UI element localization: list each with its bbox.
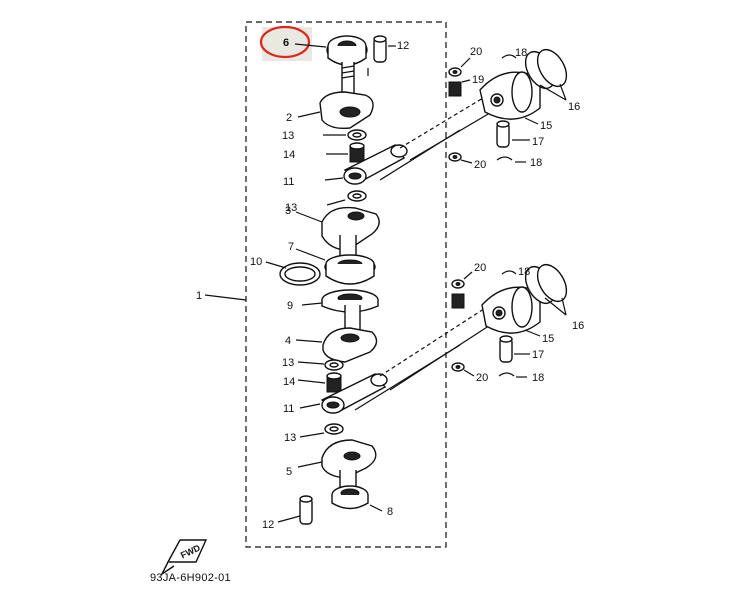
callout-12b: 12 <box>262 519 274 531</box>
callout-17b: 17 <box>532 349 544 361</box>
fwd-arrow-icon: FWD <box>160 539 208 577</box>
piston-pin-part-17 <box>496 120 510 148</box>
callout-14b: 14 <box>283 376 295 388</box>
callout-13b: 13 <box>285 202 297 214</box>
piston-part-15 <box>479 71 541 120</box>
connecting-rod-part-11 <box>343 144 408 185</box>
piston-rings-part-16 <box>524 48 568 90</box>
callout-13c: 13 <box>282 357 294 369</box>
callout-20a: 20 <box>470 46 482 58</box>
circlip-part-18 <box>501 54 517 59</box>
callout-20b: 20 <box>474 159 486 171</box>
circlip-part-18-b <box>496 156 513 161</box>
callout-13d: 13 <box>284 432 296 444</box>
oil-seal-part-6 <box>326 35 368 66</box>
callout-6: 6 <box>283 37 289 49</box>
callout-20c: 20 <box>474 262 486 274</box>
callout-15b: 15 <box>542 333 554 345</box>
circlip-part-18-c <box>501 270 517 275</box>
callout-18b: 18 <box>530 157 542 169</box>
callout-18c: 18 <box>518 266 530 278</box>
callout-17a: 17 <box>532 136 544 148</box>
callout-16a: 16 <box>568 101 580 113</box>
callout-3: 3 <box>285 205 291 217</box>
needle-bearing-part-14-lower <box>326 372 342 393</box>
crank-web-part-5 <box>321 439 377 493</box>
callout-14a: 14 <box>283 149 295 161</box>
dowel-pin-part-12-lower <box>299 495 313 525</box>
small-end-bearing-part-19 <box>448 81 462 97</box>
callout-18a: 18 <box>515 47 527 59</box>
seal-ring-part-10 <box>279 262 321 286</box>
callout-19: 19 <box>472 74 484 86</box>
ball-bearing-part-7 <box>324 254 376 285</box>
callout-7: 7 <box>288 241 294 253</box>
callout-8: 8 <box>387 506 393 518</box>
callout-10: 10 <box>250 256 262 268</box>
assembly-frame <box>245 21 447 548</box>
callout-20d: 20 <box>476 372 488 384</box>
callout-1: 1 <box>196 290 202 302</box>
callout-11a: 11 <box>283 176 294 188</box>
callout-11b: 11 <box>283 403 294 415</box>
callout-4: 4 <box>285 335 291 347</box>
piston-pin-part-17-lower <box>499 335 513 363</box>
connecting-rod-part-11-lower <box>320 373 388 414</box>
piston-part-15-lower <box>481 286 541 334</box>
needle-bearing-part-14 <box>349 142 365 163</box>
piston-rings-part-16-lower <box>524 263 568 305</box>
crankshaft-upper-part-2 <box>319 62 374 130</box>
circlip-part-18-d <box>498 372 515 377</box>
drawing-code: 93JA-6H902-01 <box>150 572 231 584</box>
callout-12a: 12 <box>397 40 409 52</box>
leader-1 <box>204 294 247 301</box>
highlight-circle <box>259 25 311 59</box>
callout-9: 9 <box>287 300 293 312</box>
callout-5: 5 <box>286 466 292 478</box>
crank-web-part-4 <box>322 305 378 363</box>
callout-15a: 15 <box>540 120 552 132</box>
callout-13a: 13 <box>282 130 294 142</box>
ball-bearing-part-8 <box>331 485 369 510</box>
small-end-bearing-part-19-lower <box>451 293 465 309</box>
dowel-pin-part-12 <box>373 35 387 63</box>
crank-web-part-3 <box>321 206 380 263</box>
callout-18d: 18 <box>532 372 544 384</box>
callout-2: 2 <box>286 112 292 124</box>
callout-16b: 16 <box>572 320 584 332</box>
